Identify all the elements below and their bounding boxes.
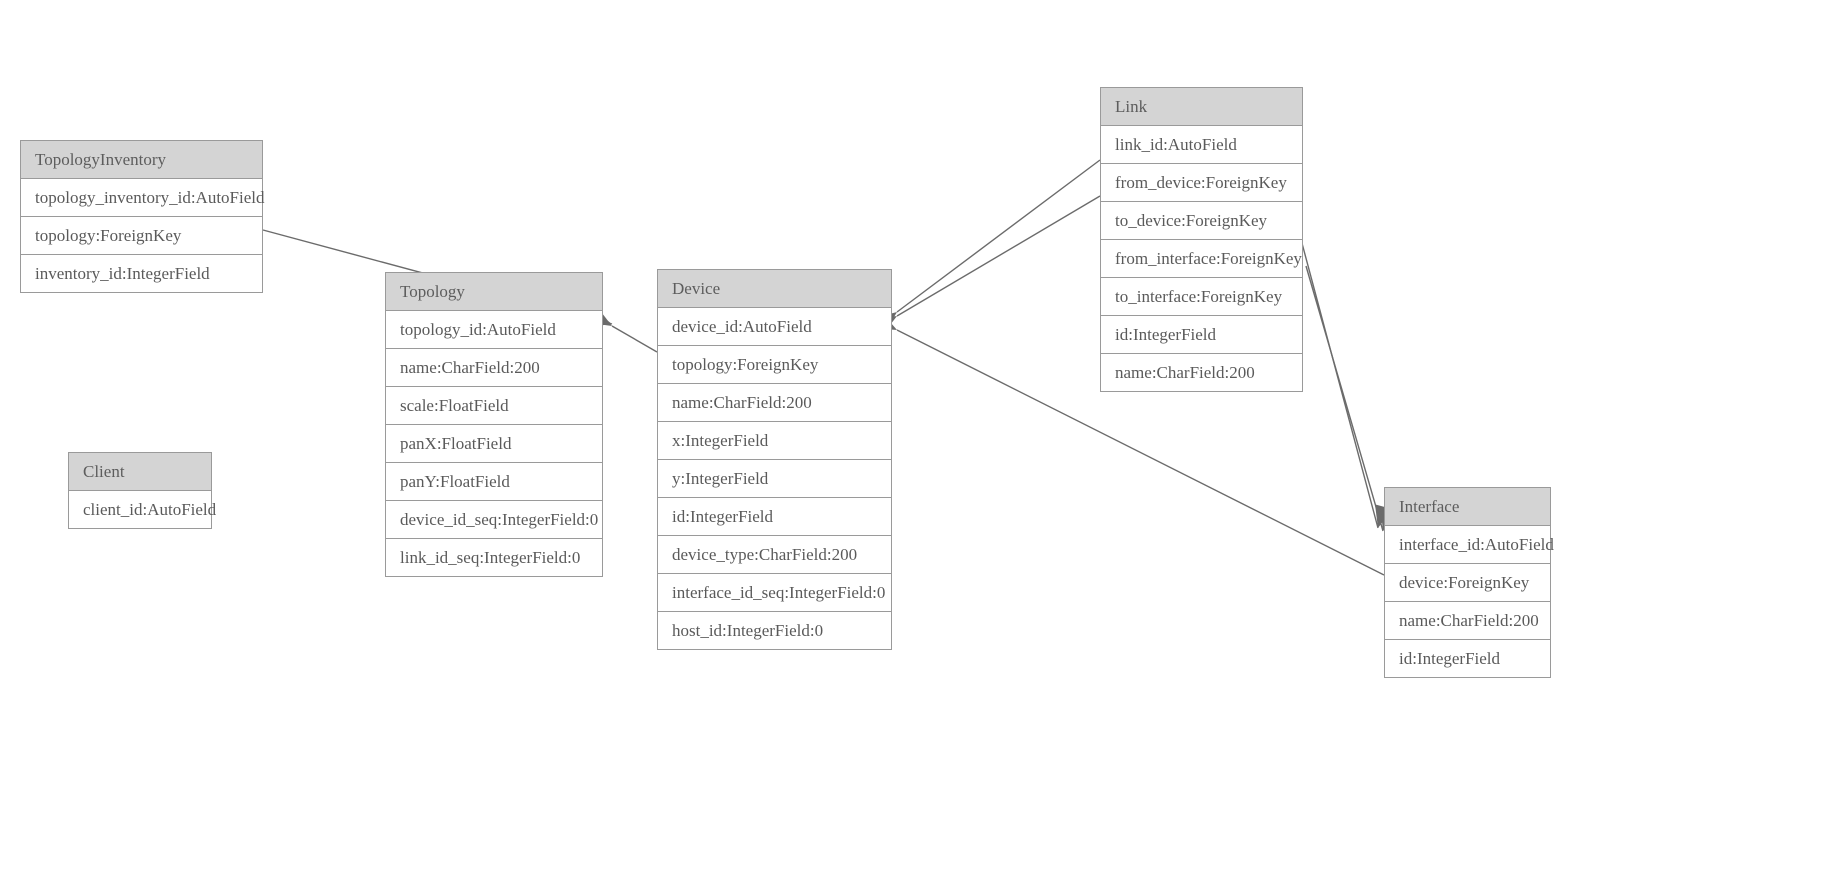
- entity-title-topology_inventory: TopologyInventory: [21, 141, 262, 179]
- field-row[interactable]: host_id:IntegerField:0: [672, 621, 824, 640]
- field-row[interactable]: scale:FloatField: [386, 387, 602, 425]
- field-row[interactable]: topology_id:AutoField: [386, 311, 602, 349]
- field-row[interactable]: x:IntegerField: [658, 422, 891, 460]
- field-row[interactable]: name:CharField:200: [1115, 363, 1255, 382]
- field-row[interactable]: interface_id_seq:IntegerField:0: [658, 574, 891, 612]
- field-row[interactable]: id:IntegerField: [658, 498, 891, 536]
- entity-title-interface: Interface: [1385, 488, 1550, 526]
- field-row[interactable]: inventory_id:IntegerField: [35, 264, 210, 283]
- entity-title-link: Link: [1101, 88, 1302, 126]
- field-row[interactable]: topology_inventory_id:AutoField: [21, 179, 265, 217]
- field-row[interactable]: topology:ForeignKey: [21, 217, 262, 255]
- field-row[interactable]: id:IntegerField: [1101, 316, 1302, 354]
- field-row[interactable]: link_id_seq:IntegerField:0: [400, 548, 581, 567]
- relationship-line-link-to-device: [896, 195, 1101, 317]
- field-row[interactable]: interface_id:AutoField: [1385, 526, 1554, 564]
- field-row[interactable]: topology:ForeignKey: [658, 346, 891, 384]
- field-row[interactable]: name:CharField:200: [658, 384, 891, 422]
- field-row[interactable]: panX:FloatField: [386, 425, 602, 463]
- field-row[interactable]: device_type:CharField:200: [658, 536, 891, 574]
- field-row[interactable]: name:CharField:200: [1385, 602, 1550, 640]
- relationship-line-device-topology: [611, 325, 658, 353]
- entity-title-client: Client: [69, 453, 211, 491]
- entity-client[interactable]: Client client_id:AutoField: [68, 452, 217, 529]
- field-row[interactable]: device:ForeignKey: [1385, 564, 1550, 602]
- field-row[interactable]: client_id:AutoField: [83, 500, 217, 519]
- field-row[interactable]: to_device:ForeignKey: [1101, 202, 1302, 240]
- field-row[interactable]: from_device:ForeignKey: [1101, 164, 1302, 202]
- field-row[interactable]: device_id_seq:IntegerField:0: [386, 501, 602, 539]
- relationship-line-link-from-device: [896, 159, 1101, 313]
- field-row[interactable]: from_interface:ForeignKey: [1101, 240, 1302, 278]
- field-row[interactable]: panY:FloatField: [386, 463, 602, 501]
- field-row[interactable]: device_id:AutoField: [658, 308, 891, 346]
- field-row[interactable]: to_interface:ForeignKey: [1101, 278, 1302, 316]
- entity-title-topology: Topology: [386, 273, 602, 311]
- relationship-line-link-to-interface: [1305, 265, 1384, 532]
- field-row[interactable]: id:IntegerField: [1399, 649, 1501, 668]
- field-row[interactable]: y:IntegerField: [658, 460, 891, 498]
- entity-title-device: Device: [658, 270, 891, 308]
- field-row[interactable]: link_id:AutoField: [1101, 126, 1302, 164]
- relationship-line-link-from-interface: [1298, 231, 1379, 529]
- field-row[interactable]: name:CharField:200: [386, 349, 602, 387]
